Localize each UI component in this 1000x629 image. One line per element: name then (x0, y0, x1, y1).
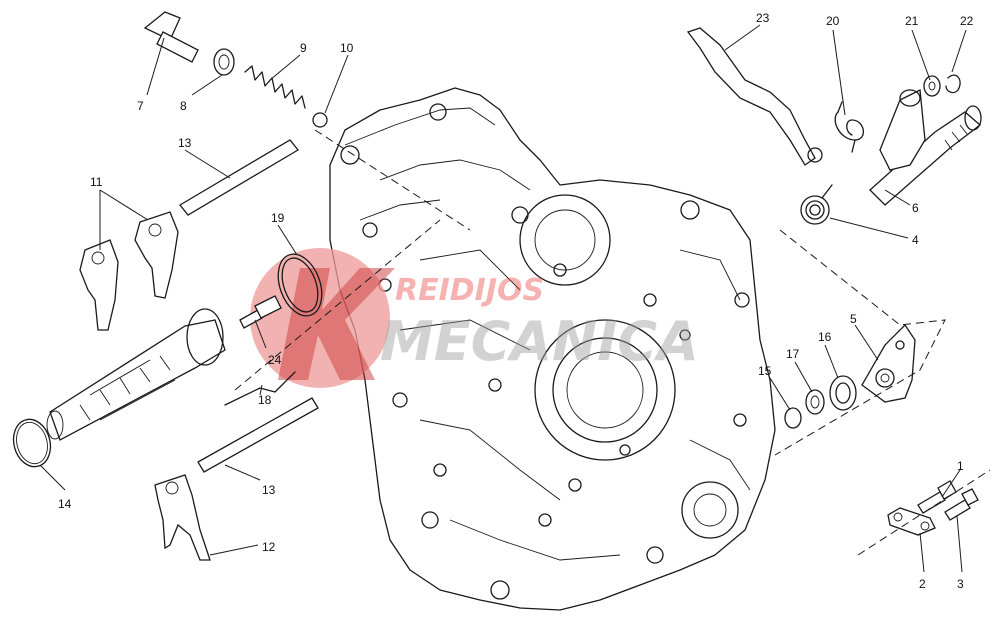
part-3-bolt (944, 488, 979, 521)
callout-23: 23 (756, 11, 770, 25)
part-13-upper-rod (179, 139, 299, 216)
callout-21: 21 (905, 14, 919, 28)
selector-drum (46, 308, 226, 441)
callout-4: 4 (912, 233, 919, 247)
part-5-index-lever (861, 323, 916, 403)
callout-22: 22 (960, 14, 974, 28)
callout-17: 17 (786, 347, 800, 361)
part-21-washer (923, 75, 941, 97)
part-12-shift-fork (154, 474, 211, 561)
part-20-return-spring (834, 101, 864, 153)
callout-labels: 1 2 3 4 5 6 7 8 9 10 11 12 13 13 14 15 1… (58, 11, 974, 591)
part-23-lever (686, 27, 823, 166)
crankcase-half (329, 87, 776, 611)
callout-10: 10 (340, 41, 354, 55)
callout-19: 19 (271, 211, 285, 225)
callout-7: 7 (137, 99, 144, 113)
callout-2: 2 (919, 577, 926, 591)
part-6-shifter-shaft (869, 88, 982, 206)
callout-leaders (39, 24, 967, 573)
part-15-circlip (784, 407, 802, 429)
callout-11: 11 (90, 175, 103, 189)
callout-15: 15 (758, 364, 772, 378)
part-17-washer (805, 389, 825, 415)
part-7-pivot-pin (143, 11, 199, 63)
callout-13-upper: 13 (178, 136, 192, 150)
part-13-lower-rod (197, 397, 319, 473)
callout-24: 24 (268, 353, 282, 367)
callout-8: 8 (180, 99, 187, 113)
part-14-ring (12, 418, 52, 468)
part-19-o-ring (277, 253, 323, 317)
callout-12: 12 (262, 540, 276, 554)
callout-6: 6 (912, 201, 919, 215)
watermark-line2: MECANICA (380, 310, 699, 373)
part-10-ball (312, 112, 328, 128)
callout-13-lower: 13 (262, 483, 276, 497)
part-24-drum-pin (239, 295, 282, 329)
part-9-spring (244, 65, 306, 109)
assembly-guide-lines (234, 129, 991, 556)
watermark-logo: REIDIJOS MECANICA (250, 248, 699, 388)
callout-5: 5 (850, 312, 857, 326)
callout-1: 1 (957, 459, 964, 473)
part-22-circlip (945, 74, 961, 94)
callout-3: 3 (957, 577, 964, 591)
part-2-plate (887, 507, 936, 536)
part-11-shift-forks (79, 211, 179, 331)
part-8-washer (213, 48, 235, 76)
callout-14: 14 (58, 497, 72, 511)
part-4-spring (800, 184, 833, 225)
watermark-line1: REIDIJOS (395, 273, 544, 308)
callout-18: 18 (258, 393, 272, 407)
part-16-bearing (829, 375, 857, 411)
part-18-spring-clip (224, 371, 296, 406)
callout-20: 20 (826, 14, 840, 28)
callout-16: 16 (818, 330, 832, 344)
callout-9: 9 (300, 41, 307, 55)
